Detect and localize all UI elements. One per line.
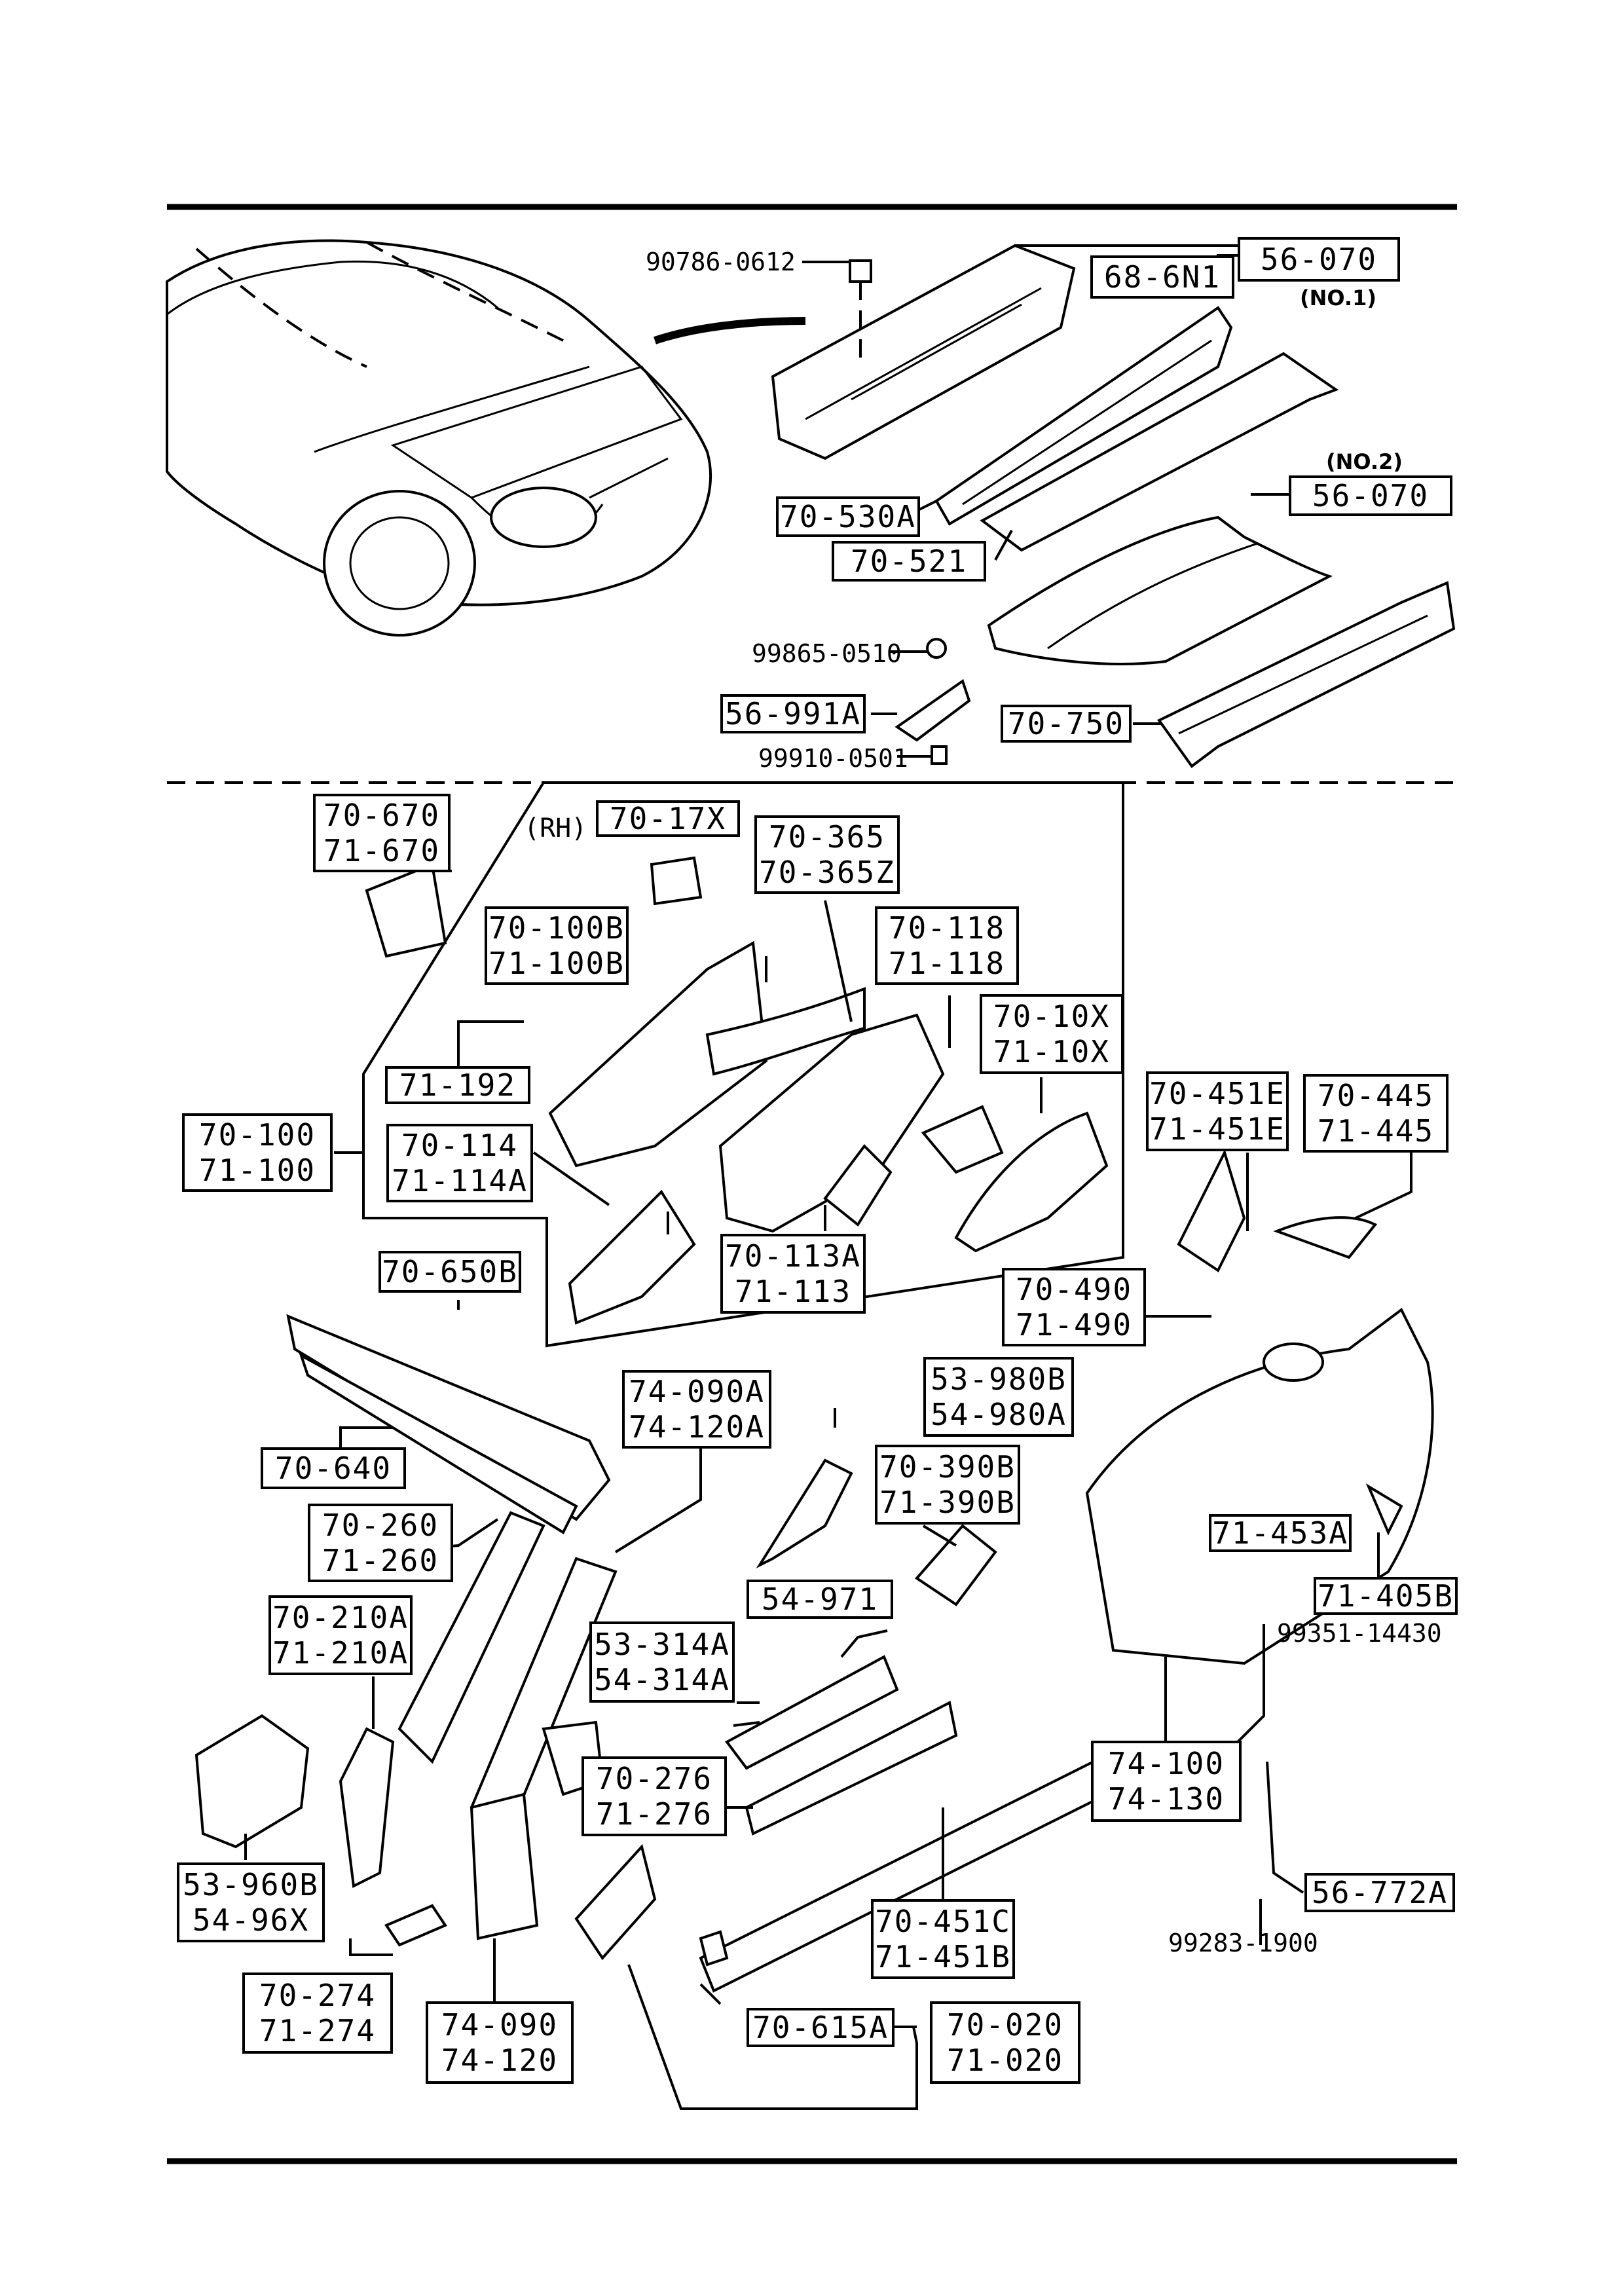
part-number-99283-1900: 99283-1900 [1168,1929,1318,1957]
part-number-99351-14430: 99351-14430 [1277,1619,1442,1648]
part-label-71-405b: 71-405B [1314,1577,1458,1615]
note-no2: (NO.2) [1326,449,1403,474]
part-label-70-750: 70-750 [1001,705,1132,743]
part-label-56-991a: 56-991A [720,694,866,733]
part-number-99910-0501: 99910-0501 [758,744,908,773]
lower-parts [194,856,1434,1993]
part-number-90786-0612: 90786-0612 [646,248,796,276]
note-no1: (NO.1) [1300,286,1376,310]
part-label-70-530a: 70-530A [776,496,920,537]
part-number-99865-0510: 99865-0510 [752,639,902,668]
part-label-71-192: 71-192 [385,1066,530,1104]
part-label-70-650b: 70-650B [378,1251,521,1293]
rear-panel-assembly [771,244,1456,768]
part-label-71-453a: 71-453A [1209,1514,1352,1552]
part-label-70-521: 70-521 [832,541,986,582]
part-label-54-971: 54-971 [747,1580,893,1619]
part-label-68-6n1: 68-6N1 [1090,255,1234,299]
note-rh: (RH) [524,813,587,843]
part-label-70-615a: 70-615A [747,2008,895,2047]
part-label-56-772a: 56-772A [1304,1873,1455,1912]
car-illustration [166,239,806,637]
part-label-56-070-no1: 56-070 [1238,237,1400,282]
part-label-70-17x: 70-17X [596,800,740,837]
part-label-70-640: 70-640 [261,1447,406,1489]
part-label-56-070-no2: 56-070 [1289,475,1452,516]
